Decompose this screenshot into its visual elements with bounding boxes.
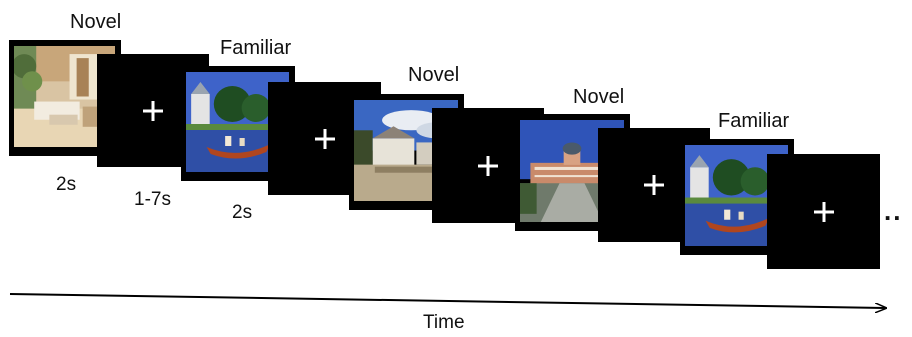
condition-label-novel-1: Novel bbox=[70, 11, 122, 33]
duration-label-fixation: 1-7s bbox=[134, 189, 171, 210]
axis-label-time: Time bbox=[423, 312, 465, 333]
condition-label-familiar-1: Familiar bbox=[220, 37, 292, 59]
fixation-frame-5 bbox=[767, 154, 880, 269]
continuation-dots: .. bbox=[884, 196, 903, 226]
condition-label-novel-3: Novel bbox=[573, 86, 625, 108]
condition-label-novel-2: Novel bbox=[408, 64, 460, 86]
duration-label-image: 2s bbox=[56, 174, 77, 195]
condition-label-familiar-2: Familiar bbox=[718, 110, 790, 132]
duration-label-image-second: 2s bbox=[232, 202, 253, 223]
